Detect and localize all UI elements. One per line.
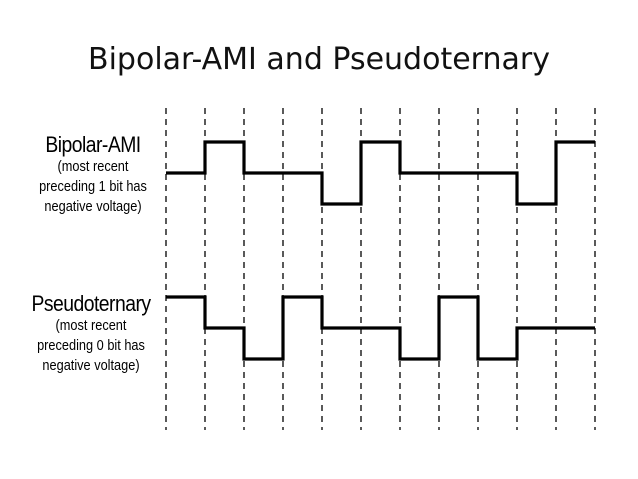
pseudoternary-label: Pseudoternary (most recent preceding 0 b… (6, 292, 176, 376)
bit-boundary-lines (165, 108, 596, 430)
bipolar-ami-waveform (166, 140, 595, 206)
pseudoternary-note-line: (most recent (55, 318, 127, 334)
pseudoternary-signal-line (166, 295, 595, 361)
bipolar-ami-label: Bipolar-AMI (most recent preceding 1 bit… (8, 133, 178, 217)
bipolar-ami-note-line: preceding 1 bit has (39, 179, 147, 195)
pseudoternary-note-line: negative voltage) (42, 358, 140, 374)
bipolar-ami-signal-line (166, 140, 595, 206)
pseudoternary-waveform (166, 295, 595, 361)
slide-title: Bipolar-AMI and Pseudoternary (88, 42, 550, 77)
bipolar-ami-note-line: (most recent (57, 159, 129, 175)
pseudoternary-note-line: preceding 0 bit has (37, 338, 145, 354)
pseudoternary-heading: Pseudoternary (31, 291, 151, 316)
bipolar-ami-heading: Bipolar-AMI (45, 132, 141, 157)
bipolar-ami-note-line: negative voltage) (44, 199, 142, 215)
